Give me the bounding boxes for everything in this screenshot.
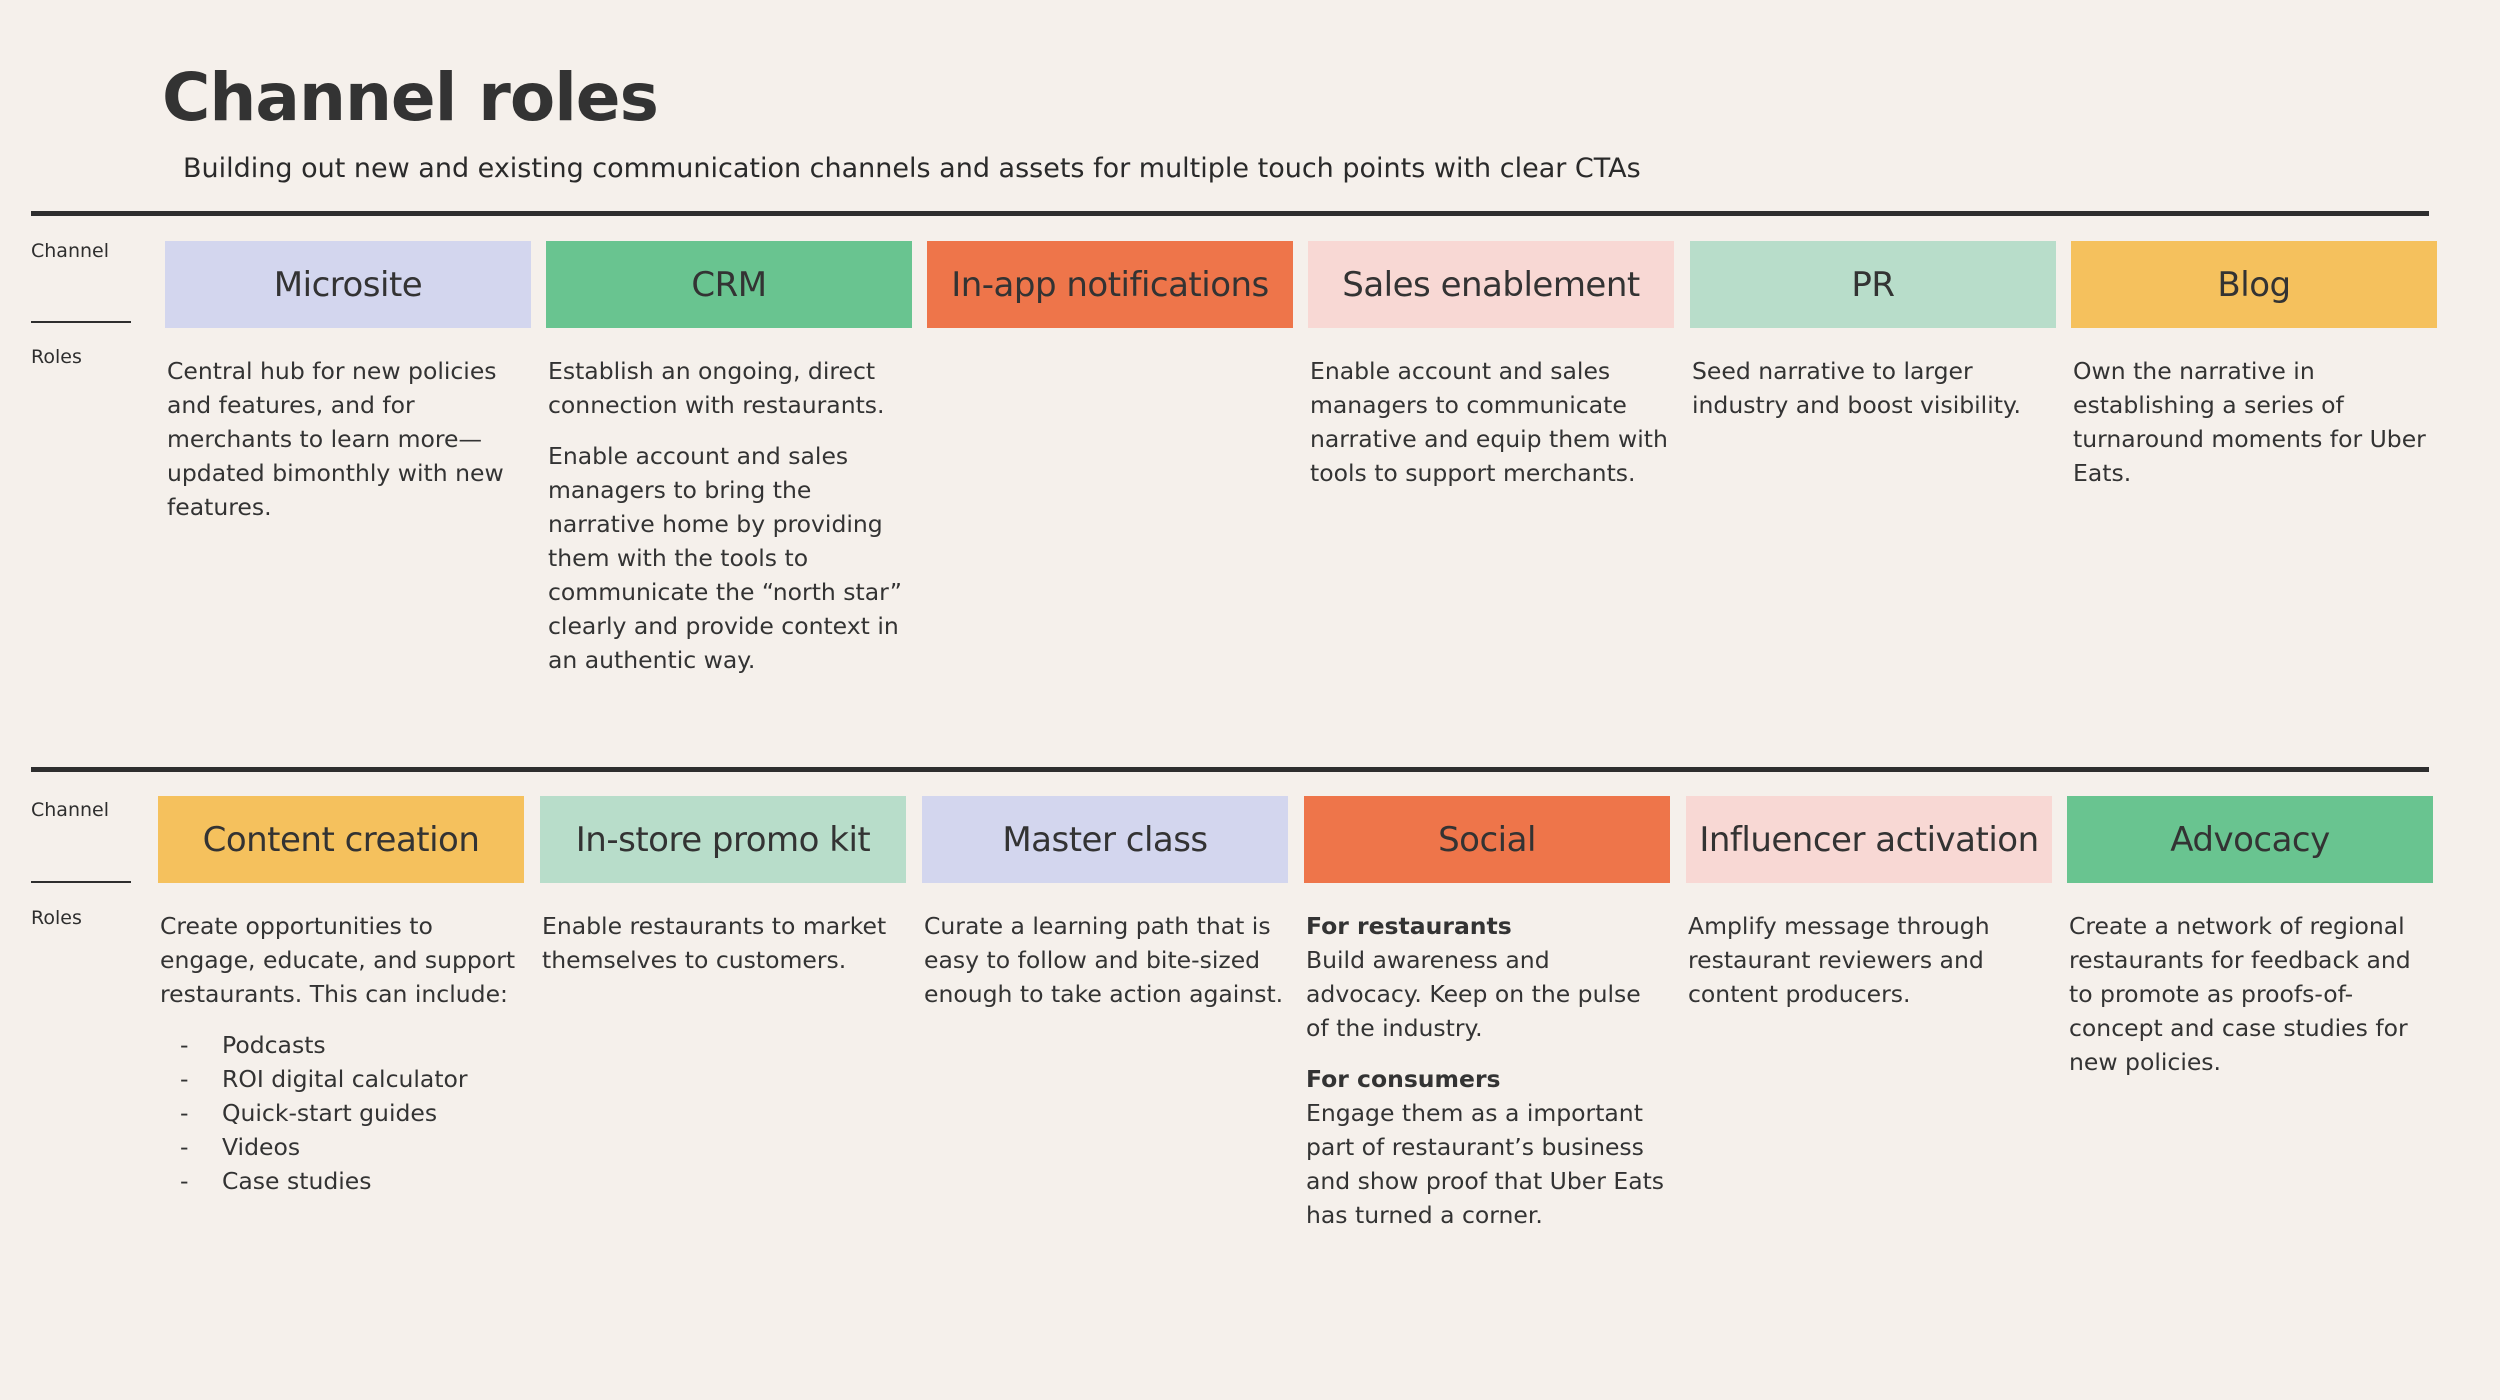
role-list-item: ROI digital calculator — [180, 1062, 524, 1096]
role-section-text: Engage them as a important part of resta… — [1306, 1099, 1665, 1229]
channel-header-social: Social — [1304, 796, 1670, 883]
role-paragraph: Central hub for new policies and feature… — [167, 357, 504, 521]
role-paragraph: Curate a learning path that is easy to f… — [924, 912, 1284, 1008]
channel-label: Channel — [31, 799, 110, 821]
channel-header-in-app-notifications: In-app notifications — [927, 241, 1293, 328]
role-list-item: Podcasts — [180, 1028, 524, 1062]
page-subtitle: Building out new and existing communicat… — [183, 153, 1641, 184]
role-paragraph: Enable account and sales managers to com… — [1310, 357, 1668, 487]
channel-card-in-app-notifications: In-app notifications — [927, 241, 1293, 354]
channel-role-in-store-promo-kit: Enable restaurants to market themselves … — [540, 909, 906, 977]
channel-header-crm: CRM — [546, 241, 912, 328]
role-paragraph: Enable account and sales managers to bri… — [548, 442, 902, 674]
role-list: PodcastsROI digital calculatorQuick-star… — [160, 1028, 524, 1198]
channel-header-in-store-promo-kit: In-store promo kit — [540, 796, 906, 883]
role-paragraph: Create a network of regional restaurants… — [2069, 912, 2411, 1076]
role-section-heading: For consumers — [1306, 1065, 1501, 1093]
channel-header-advocacy: Advocacy — [2067, 796, 2433, 883]
channel-role-influencer-activation: Amplify message through restaurant revie… — [1686, 909, 2052, 1011]
label-divider — [31, 321, 131, 323]
roles-label: Roles — [31, 346, 82, 368]
role-section-text: Build awareness and advocacy. Keep on th… — [1306, 946, 1641, 1042]
channel-header-master-class: Master class — [922, 796, 1288, 883]
channel-header-influencer-activation: Influencer activation — [1686, 796, 2052, 883]
role-list-item: Videos — [180, 1130, 524, 1164]
role-list-item: Case studies — [180, 1164, 524, 1198]
channel-label: Channel — [31, 240, 110, 262]
channel-role-pr: Seed narrative to larger industry and bo… — [1690, 354, 2056, 422]
channel-header-content-creation: Content creation — [158, 796, 524, 883]
channel-header-blog: Blog — [2071, 241, 2437, 328]
label-divider — [31, 881, 131, 883]
channel-header-pr: PR — [1690, 241, 2056, 328]
channel-role-blog: Own the narrative in establishing a seri… — [2071, 354, 2437, 490]
channel-card-pr: PR Seed narrative to larger industry and … — [1690, 241, 2056, 439]
channel-role-microsite: Central hub for new policies and feature… — [165, 354, 531, 524]
channel-role-advocacy: Create a network of regional restaurants… — [2067, 909, 2433, 1079]
channel-role-content-creation: Create opportunities to engage, educate,… — [158, 909, 524, 1198]
channel-header-sales-enablement: Sales enablement — [1308, 241, 1674, 328]
channel-role-sales-enablement: Enable account and sales managers to com… — [1308, 354, 1674, 490]
role-paragraph: Enable restaurants to market themselves … — [542, 912, 887, 974]
role-paragraph: Amplify message through restaurant revie… — [1688, 912, 1990, 1008]
role-paragraph: Own the narrative in establishing a seri… — [2073, 357, 2426, 487]
role-paragraph: Create opportunities to engage, educate,… — [160, 912, 516, 1008]
role-paragraph: Seed narrative to larger industry and bo… — [1692, 357, 2021, 419]
row-divider — [31, 767, 2429, 772]
page-title: Channel roles — [162, 59, 659, 136]
role-paragraph: Establish an ongoing, direct connection … — [548, 357, 885, 419]
channel-role-master-class: Curate a learning path that is easy to f… — [922, 909, 1288, 1011]
channel-role-crm: Establish an ongoing, direct connection … — [546, 354, 912, 677]
role-list-item: Quick-start guides — [180, 1096, 524, 1130]
channel-card-crm: CRM Establish an ongoing, direct connecti… — [546, 241, 912, 694]
roles-label: Roles — [31, 907, 82, 929]
channel-header-microsite: Microsite — [165, 241, 531, 328]
row-divider — [31, 211, 2429, 216]
role-section-heading: For restaurants — [1306, 912, 1512, 940]
